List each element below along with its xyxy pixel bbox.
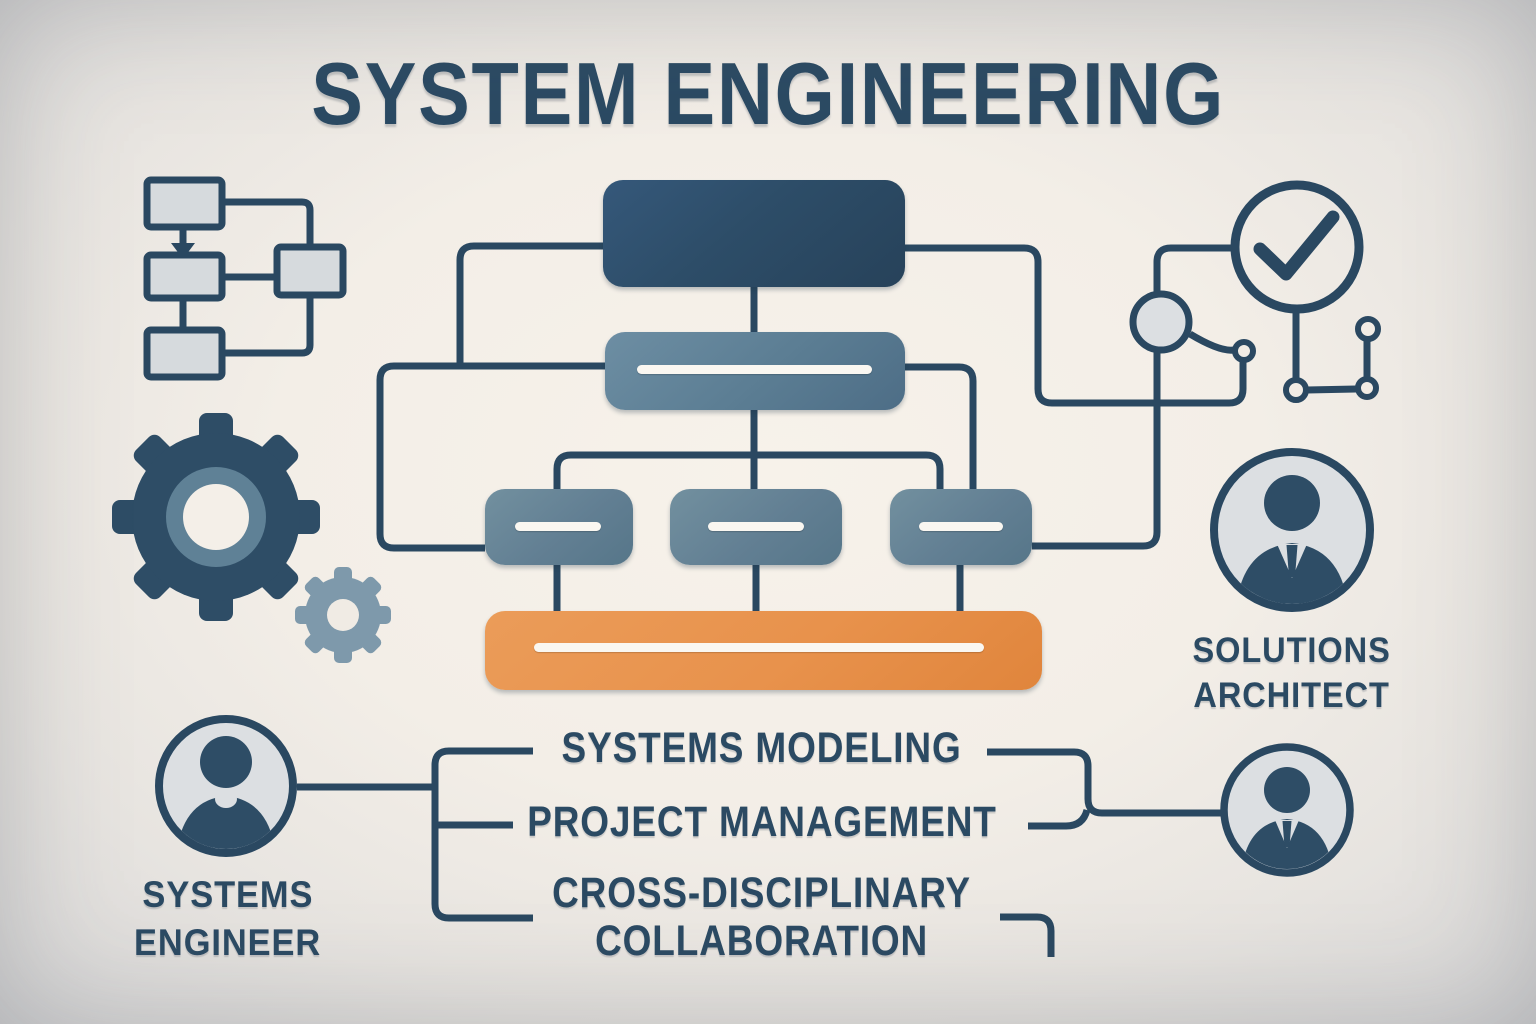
team-member-avatar-icon	[1220, 743, 1354, 877]
org-chart-base-box	[485, 611, 1042, 690]
page-title: SYSTEM ENGINEERING	[0, 46, 1536, 141]
skill-project-management: PROJECT MANAGEMENT	[527, 798, 997, 846]
placeholder-text-bar	[637, 365, 872, 374]
placeholder-text-bar	[708, 522, 804, 531]
page-title-text: SYSTEM ENGINEERING	[311, 44, 1225, 143]
connector-lines	[297, 242, 1371, 957]
solutions-architect-avatar-icon	[1210, 448, 1374, 612]
placeholder-text-bar	[534, 643, 984, 652]
placeholder-text-bar	[919, 522, 1003, 531]
skill-systems-modeling: SYSTEMS MODELING	[561, 724, 963, 772]
systems-engineer-avatar-icon	[155, 715, 297, 857]
org-chart-level2-box	[605, 332, 905, 410]
org-chart-child-box-3	[890, 489, 1032, 565]
org-chart-child-box-2	[670, 489, 842, 565]
org-chart-child-box-1	[485, 489, 633, 565]
connected-nodes-icon	[1129, 290, 1381, 403]
placeholder-text-bar	[515, 522, 601, 531]
systems-engineer-label: SYSTEMS ENGINEER	[134, 874, 322, 963]
skill-cross-disciplinary-collaboration: CROSS-DISCIPLINARY COLLABORATION	[552, 869, 972, 965]
solutions-architect-label: SOLUTIONS ARCHITECT	[1192, 631, 1392, 715]
checkmark-circle-icon	[1230, 180, 1364, 314]
org-chart-root-box	[603, 180, 905, 287]
large-gear-icon	[112, 413, 320, 621]
small-gear-icon	[295, 567, 391, 663]
flowchart-icon	[143, 176, 347, 381]
gears-icon	[112, 413, 391, 663]
